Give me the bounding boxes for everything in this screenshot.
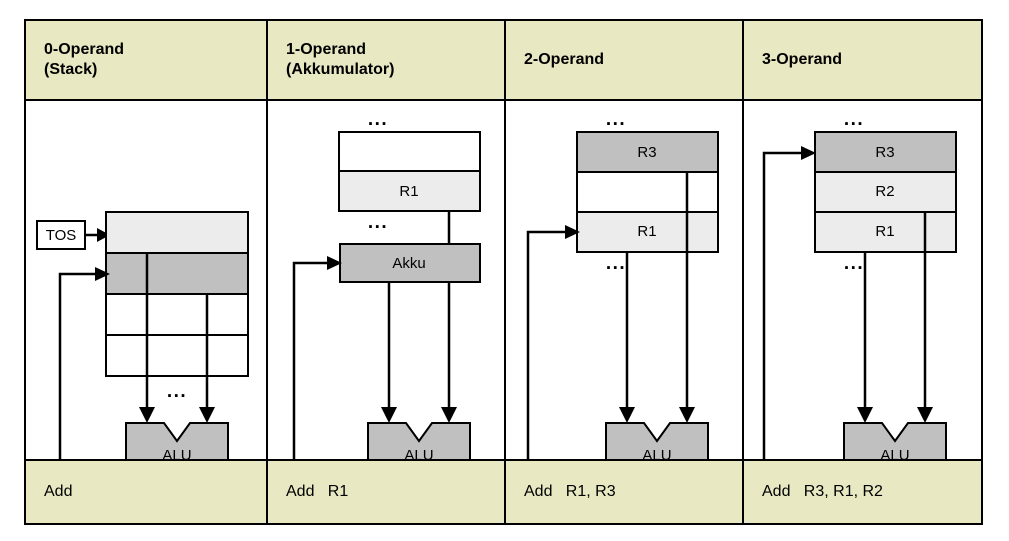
two-operand-arrow-b [679,407,695,423]
header-cell-0-operand: 0-Operand (Stack) [24,19,268,101]
table-header-row: 0-Operand (Stack) 1-Operand (Akkumulator… [24,19,983,101]
diagram-cell-accumulator: ... R1 ... [266,99,506,461]
instruction-label-1-operand: Add R1 [286,483,349,500]
stack-operand-arrow-a [139,407,155,423]
two-operand-diagram: ... R3 R1 [506,101,742,459]
header-label-2-operand: 2-Operand [524,51,605,69]
three-operand-bottom-ellipsis: ... [844,253,864,274]
header-cell-1-operand: 1-Operand (Akkumulator) [266,19,506,101]
instruction-label-3-operand: Add R3, R1, R2 [762,483,883,500]
three-operand-feedback-arrow [801,146,816,160]
footer-cell-1-operand: Add R1 [266,459,506,525]
register-label-r1: R1 [875,223,894,240]
three-operand-top-ellipsis: ... [844,109,864,130]
register-row-r1 [578,212,717,251]
three-operand-diagram-svg: ... R3 R2 R1 [762,109,957,459]
alu-label: ALU [880,447,909,459]
footer-cell-2-operand: Add R1, R3 [504,459,744,525]
alu-label: ALU [162,447,191,459]
accumulator-diagram: ... R1 ... [268,101,504,459]
alu-label: ALU [404,447,433,459]
table-diagram-row: TOS [24,99,983,461]
stack-diagram: TOS [26,101,266,459]
tos-pointer-label: TOS [46,227,77,244]
stack-diagram-svg: TOS [36,211,249,459]
stack-feedback-path [58,272,96,459]
accumulator-top-ellipsis: ... [368,109,388,130]
header-label-3-operand: 3-Operand [762,51,843,69]
diagram-cell-stack: TOS [24,99,268,461]
two-operand-diagram-svg: ... R3 R1 [526,109,719,459]
stack-row-1 [107,213,247,253]
stack-feedback-arrow [95,267,110,281]
alu-shape [367,422,471,459]
register-row-r3 [578,133,717,172]
table-footer-row: Add Add R1 Add R1, R3 Add R3, R1, R2 [24,459,983,525]
stack-row-2 [107,253,247,294]
header-label-0-operand: 0-Operand (Stack) [44,41,125,78]
instruction-label-0-operand: Add [44,483,73,500]
accumulator-label: Akku [392,255,425,272]
alu-label: ALU [642,447,671,459]
three-operand-arrow-b [917,407,933,423]
two-operand-arrow-a [619,407,635,423]
three-operand-arrow-a [857,407,873,423]
operand-comparison-diagram: 0-Operand (Stack) 1-Operand (Akkumulator… [24,19,983,525]
register-label-r1: R1 [399,183,418,200]
register-row-r3 [816,133,955,172]
accumulator-box [339,243,481,283]
alu-shape [843,422,947,459]
instruction-label-2-operand: Add R1, R3 [524,483,616,500]
accumulator-operand-arrow-a [381,407,397,423]
tos-pointer-box [36,220,86,250]
two-operand-bottom-ellipsis: ... [606,253,626,274]
register-label-r2: R2 [875,183,894,200]
accumulator-diagram-svg: ... R1 ... [292,109,481,459]
alu-shape [605,422,709,459]
header-cell-3-operand: 3-Operand [742,19,983,101]
operand-table: 0-Operand (Stack) 1-Operand (Akkumulator… [24,19,983,525]
footer-cell-0-operand: Add [24,459,268,525]
register-label-r3: R3 [875,144,894,161]
header-label-1-operand: 1-Operand (Akkumulator) [286,41,395,78]
register-row-r1 [816,212,955,251]
tos-arrow-head [97,228,110,242]
accumulator-bottom-ellipsis: ... [368,212,388,233]
alu-shape [125,422,229,459]
header-cell-2-operand: 2-Operand [504,19,744,101]
stack-ellipsis: ... [167,381,187,402]
register-label-r3: R3 [637,144,656,161]
register-label-r1: R1 [637,223,656,240]
diagram-cell-two-operand: ... R3 R1 [504,99,744,461]
two-operand-top-ellipsis: ... [606,109,626,130]
three-operand-feedback-path [762,151,802,459]
accumulator-feedback-arrow [327,256,342,270]
stack-operand-arrow-b [199,407,215,423]
diagram-cell-three-operand: ... R3 R2 R1 [742,99,983,461]
register-row-r1 [340,172,479,210]
three-operand-diagram: ... R3 R2 R1 [744,101,981,459]
accumulator-feedback-path [292,261,328,459]
register-row-r2 [816,172,955,212]
two-operand-feedback-arrow [565,225,580,239]
two-operand-feedback-path [526,230,566,459]
footer-cell-3-operand: Add R3, R1, R2 [742,459,983,525]
accumulator-operand-arrow-b [441,407,457,423]
